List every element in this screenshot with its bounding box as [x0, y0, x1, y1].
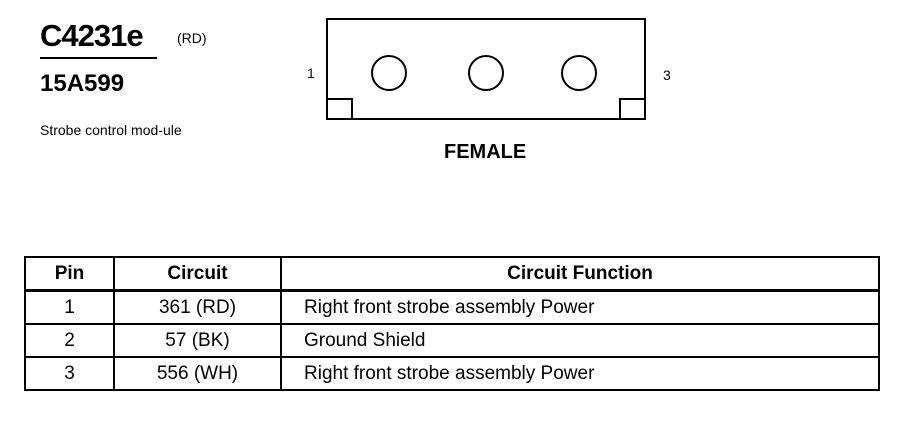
connector-description: Strobe control mod-ule — [40, 122, 182, 138]
table-row: 1 361 (RD) Right front strobe assembly P… — [24, 289, 880, 325]
header-circuit: Circuit — [113, 256, 282, 292]
pin-cavity-2 — [468, 55, 504, 91]
pin-cavity-1 — [371, 55, 407, 91]
table-header-row: Pin Circuit Circuit Function — [24, 256, 880, 292]
circuit-cell: 361 (RD) — [113, 289, 282, 325]
header-circuit-function: Circuit Function — [280, 256, 880, 292]
circuit-cell: 556 (WH) — [113, 356, 282, 391]
pin-cell: 2 — [24, 323, 115, 358]
pin-cavity-3 — [561, 55, 597, 91]
pin-cell: 1 — [24, 289, 115, 325]
latch-key-right — [619, 98, 646, 120]
connector-body — [326, 18, 646, 120]
left-pin-number: 1 — [307, 65, 315, 81]
part-number: 15A599 — [40, 70, 125, 97]
header-pin: Pin — [24, 256, 115, 292]
circuit-cell: 57 (BK) — [113, 323, 282, 358]
function-cell: Right front strobe assembly Power — [280, 356, 880, 391]
latch-key-left — [326, 98, 353, 120]
pin-cell: 3 — [24, 356, 115, 391]
right-pin-number: 3 — [663, 67, 671, 83]
function-cell: Right front strobe assembly Power — [280, 289, 880, 325]
connector-id-underline — [40, 57, 157, 59]
table-row: 2 57 (BK) Ground Shield — [24, 323, 880, 358]
connector-color-code: (RD) — [177, 30, 207, 46]
function-cell: Ground Shield — [280, 323, 880, 358]
pin-table: Pin Circuit Circuit Function 1 361 (RD) … — [24, 256, 880, 391]
connector-id: C4231e — [40, 18, 144, 53]
female-label: FEMALE — [444, 141, 527, 163]
table-row: 3 556 (WH) Right front strobe assembly P… — [24, 356, 880, 391]
connector-face-diagram: 1 3 — [307, 18, 671, 120]
